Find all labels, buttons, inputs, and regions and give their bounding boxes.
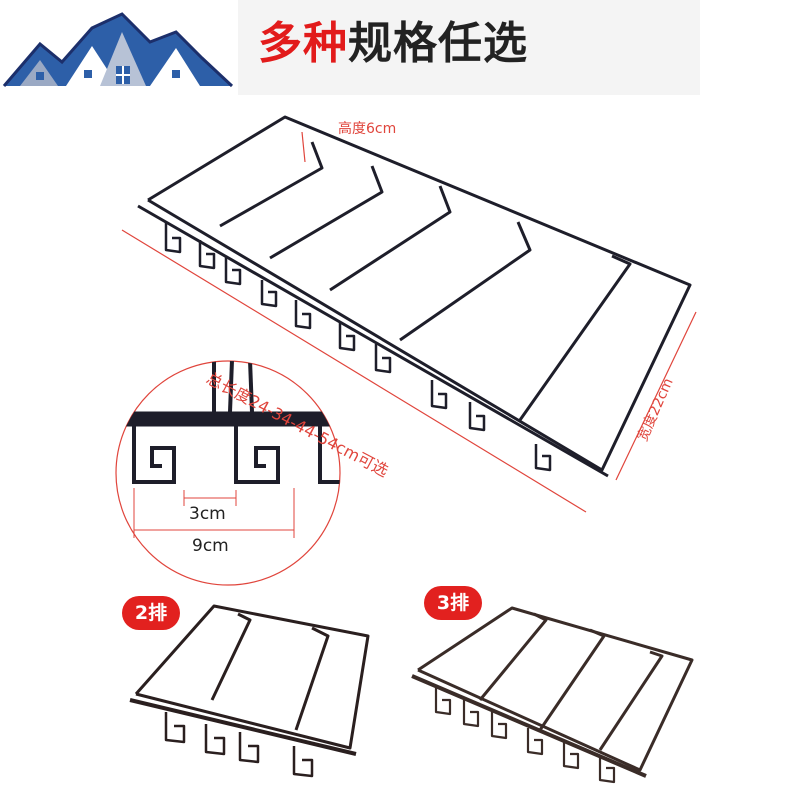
zoom-detail xyxy=(115,360,341,586)
dimension-lines xyxy=(121,229,697,513)
large-glass-rack xyxy=(137,115,692,478)
three-row-badge: 3排 xyxy=(424,586,482,620)
headline-rest: 规格任选 xyxy=(348,18,528,69)
two-row-rack xyxy=(129,604,370,778)
two-row-badge: 2排 xyxy=(122,596,180,630)
gap-label: 3cm xyxy=(189,504,226,524)
headline: 多种规格任选 xyxy=(258,14,528,74)
three-row-rack xyxy=(411,606,694,784)
headline-accent: 多种 xyxy=(258,18,348,69)
pitch-label: 9cm xyxy=(192,536,229,556)
house-logo xyxy=(0,0,238,102)
height-label: 高度6cm xyxy=(338,121,397,137)
house-logo-icon xyxy=(2,12,234,88)
